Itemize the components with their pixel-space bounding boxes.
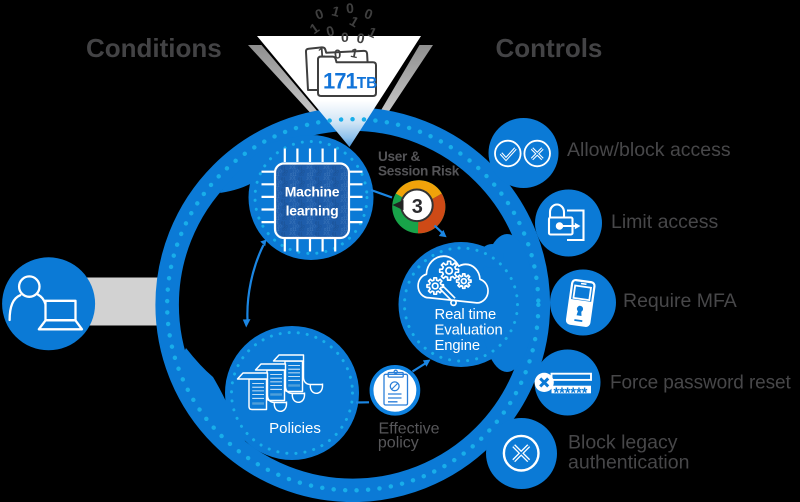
svg-text:Allow/block access: Allow/block access xyxy=(567,139,731,161)
svg-text:Machine: Machine xyxy=(285,184,340,200)
svg-text:Session Risk: Session Risk xyxy=(378,164,460,179)
svg-text:0: 0 xyxy=(345,0,354,16)
svg-text:0: 0 xyxy=(355,30,366,47)
svg-text:Real time: Real time xyxy=(435,307,497,323)
svg-text:Effective: Effective xyxy=(379,421,440,438)
svg-text:learning: learning xyxy=(286,203,339,219)
svg-text:Limit access: Limit access xyxy=(611,211,719,233)
svg-text:Block legacy: Block legacy xyxy=(568,432,678,454)
svg-text:Controls: Controls xyxy=(496,33,603,63)
svg-text:Require MFA: Require MFA xyxy=(623,290,737,312)
svg-text:0: 0 xyxy=(334,46,342,61)
svg-text:0: 0 xyxy=(324,22,336,40)
svg-text:Evaluation: Evaluation xyxy=(435,323,503,339)
svg-text:3: 3 xyxy=(412,196,423,218)
svg-text:Engine: Engine xyxy=(435,338,480,354)
svg-text:User &: User & xyxy=(378,149,421,164)
svg-text:1: 1 xyxy=(349,45,359,61)
svg-text:authentication: authentication xyxy=(568,452,689,474)
svg-text:Conditions: Conditions xyxy=(86,33,222,63)
svg-text:Policies: Policies xyxy=(269,420,321,437)
svg-text:******: ****** xyxy=(554,386,588,402)
svg-text:1: 1 xyxy=(330,2,342,20)
svg-text:1: 1 xyxy=(318,45,326,60)
svg-text:0: 0 xyxy=(341,29,349,45)
svg-text:policy: policy xyxy=(378,435,419,452)
svg-text:Force password reset: Force password reset xyxy=(610,373,792,394)
